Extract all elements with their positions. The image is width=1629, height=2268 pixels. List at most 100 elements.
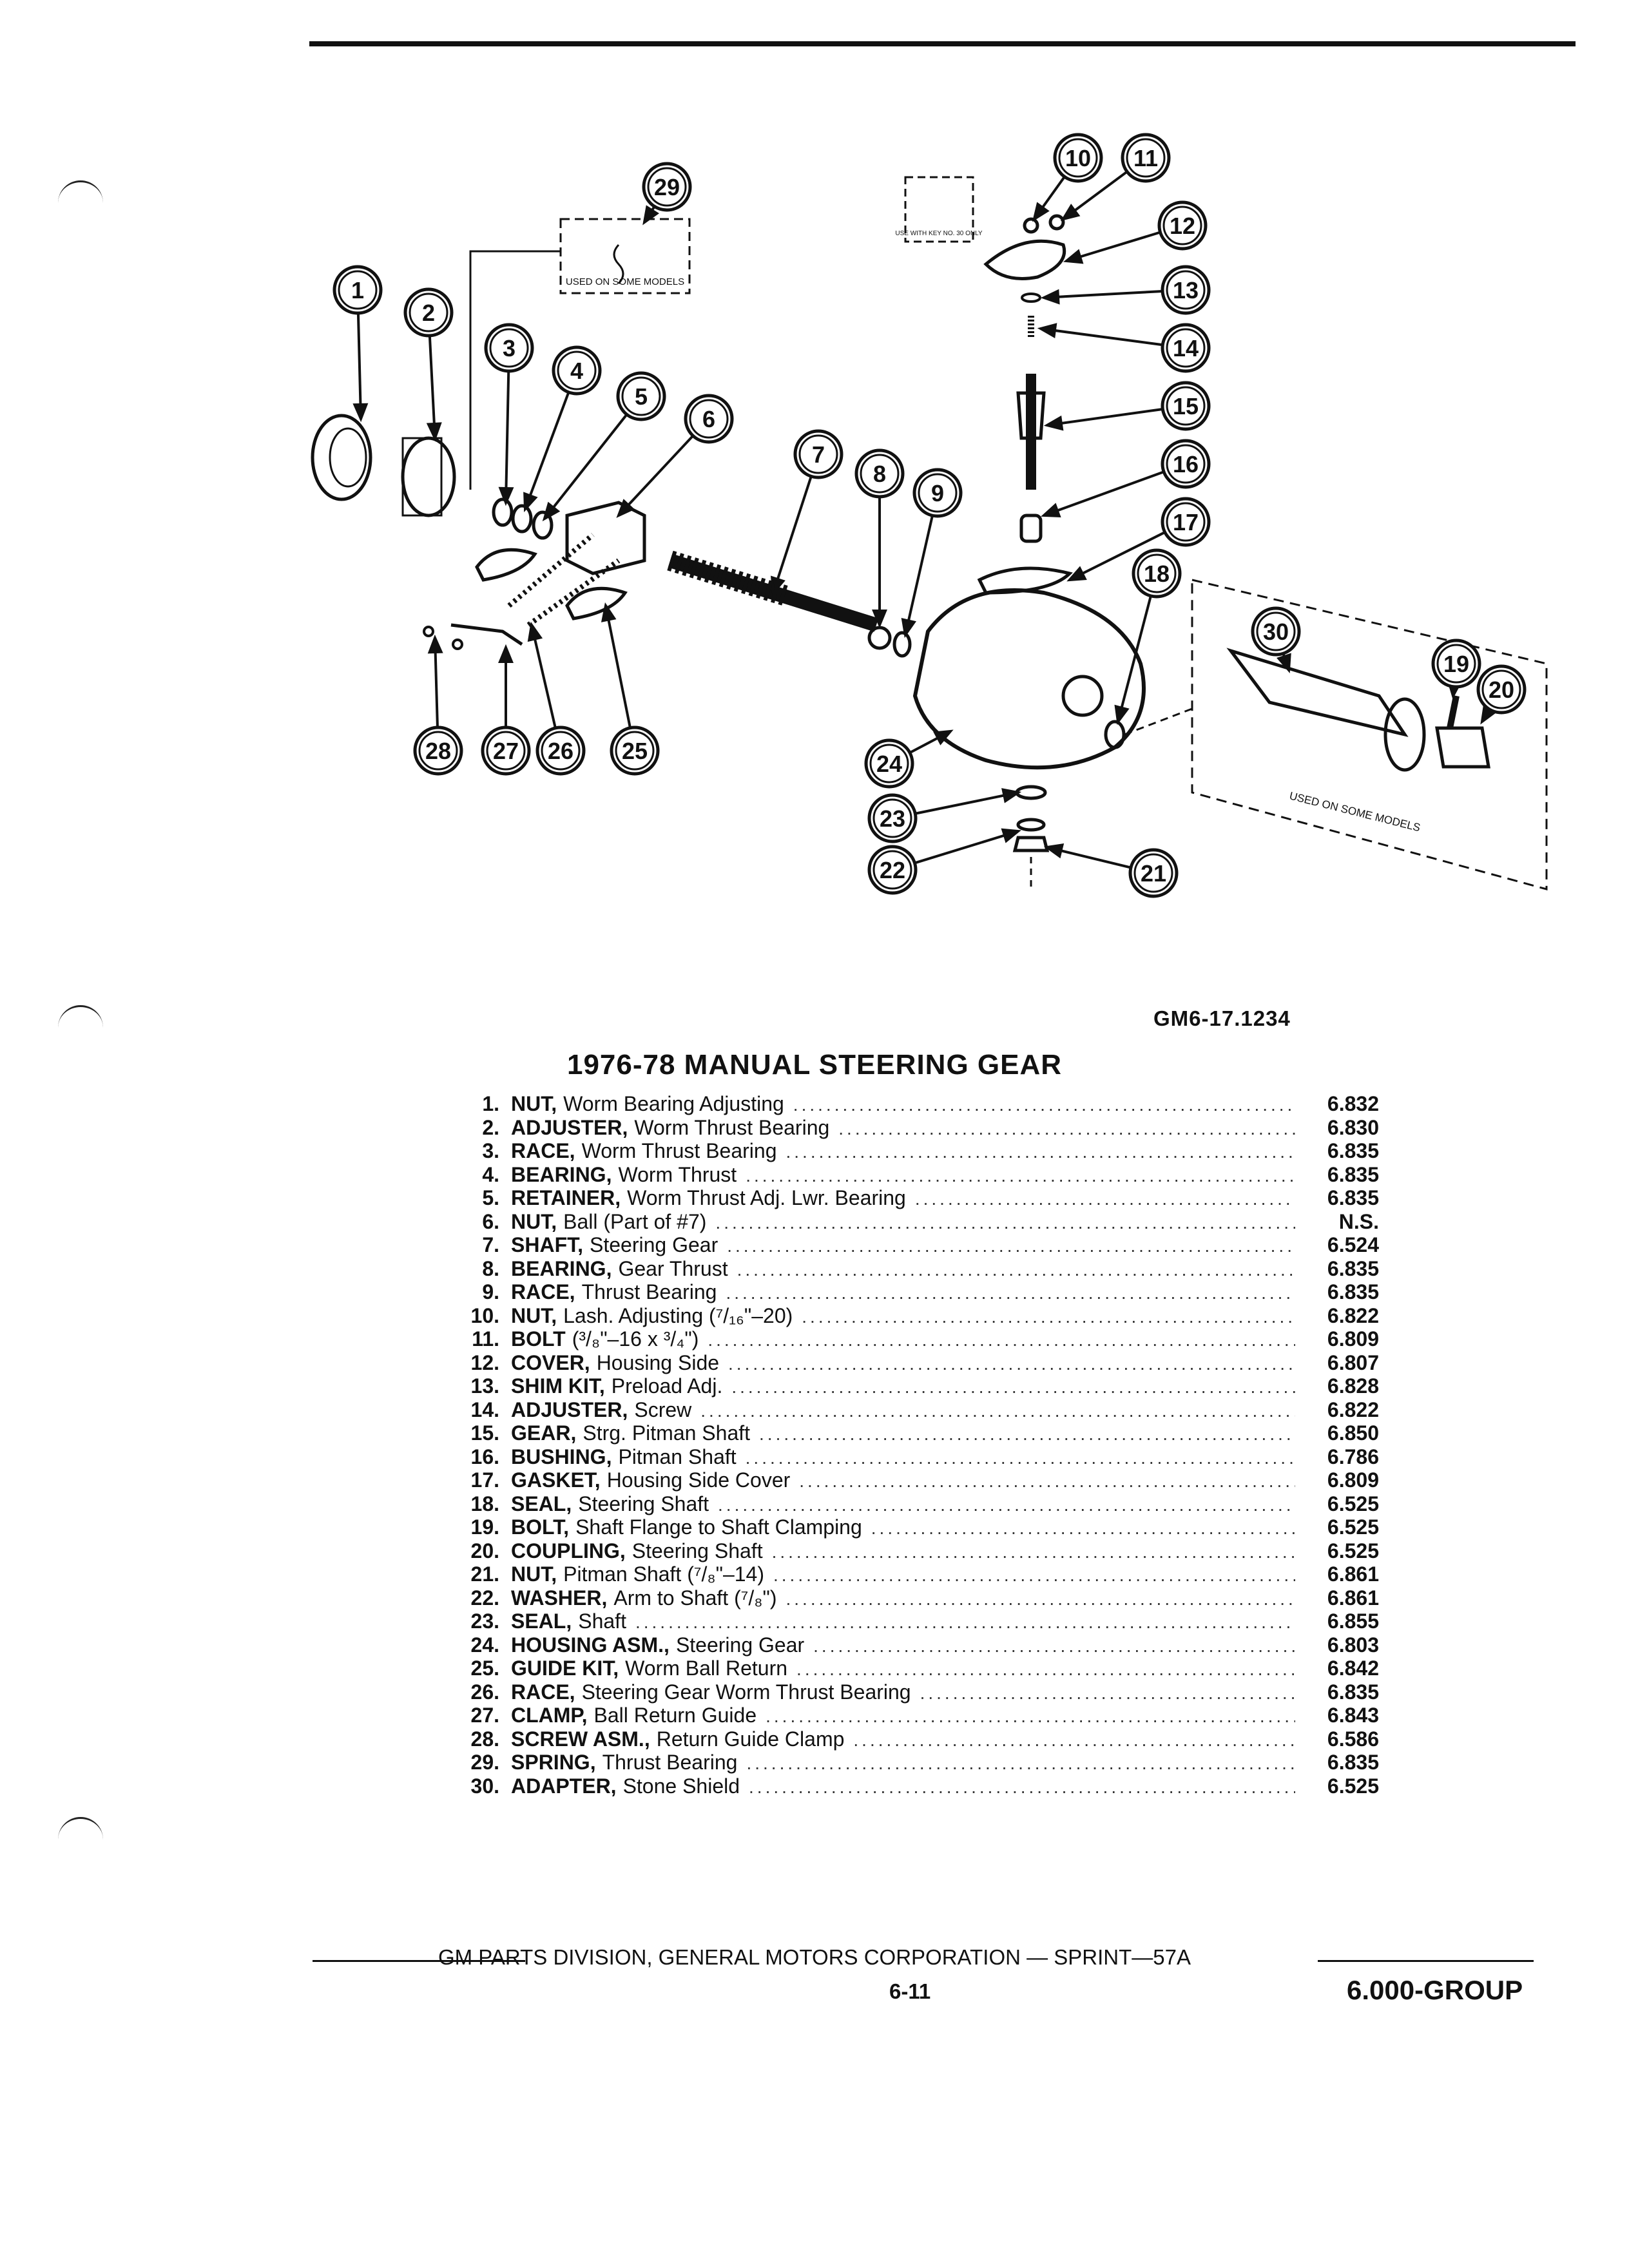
callout-27-arrowhead (498, 644, 514, 663)
part-number: 6. (482, 1209, 499, 1233)
part-description: Pitman Shaft (618, 1445, 737, 1468)
part-name: GASKET, (511, 1468, 601, 1492)
callout-27-label: 27 (493, 738, 519, 764)
callout-4-balloon (552, 345, 602, 396)
callout-24-label: 24 (876, 751, 902, 777)
part-code: N.S. (1338, 1209, 1379, 1233)
callout-14-inner-ring (1166, 328, 1206, 368)
callout-5-arrowhead (542, 501, 561, 522)
part-code: 6.835 (1327, 1162, 1379, 1186)
footer-rule-right (1318, 1960, 1534, 1962)
callout-29-label: 29 (654, 174, 680, 200)
part-name: HOUSING ASM., (511, 1633, 670, 1657)
callout-12-label: 12 (1170, 213, 1195, 239)
callout-8-label: 8 (873, 461, 886, 487)
callout-15-arrowhead (1043, 415, 1064, 431)
punch-hole-mark (58, 180, 103, 208)
part-description: Gear Thrust (618, 1256, 728, 1280)
callout-29-arrowhead (642, 205, 659, 226)
part-number: 28. (470, 1727, 499, 1751)
callout-26-inner-ring (541, 731, 581, 771)
callout-25-arrowhead (601, 602, 617, 622)
leader-dots: ........................................… (838, 1118, 1295, 1139)
callout-1-leader (356, 312, 362, 419)
part-code: 6.809 (1327, 1327, 1379, 1350)
callout-5-label: 5 (635, 383, 648, 410)
part-code: 6.832 (1327, 1092, 1379, 1115)
spring-note-box (559, 218, 691, 294)
leader-dots: ........................................… (799, 1471, 1295, 1491)
part-description: (³/₈"–16 x ³/₄") (572, 1327, 699, 1350)
part-row: 23.SEAL,Shaft...........................… (451, 1610, 1379, 1633)
callout-13-leader (1043, 289, 1163, 299)
part-number: 5. (482, 1186, 499, 1209)
callout-15-leader (1046, 407, 1163, 427)
callout-1-inner-ring (338, 270, 378, 310)
callout-25-label: 25 (622, 738, 648, 764)
part-description: Thrust Bearing (581, 1280, 717, 1303)
callout-7-balloon (793, 429, 843, 479)
nut-21-shape (1012, 836, 1050, 852)
callout-11-arrowhead (1060, 204, 1081, 222)
callout-26-leader (530, 624, 557, 729)
bolt-19-shape (1447, 695, 1460, 729)
leader-dots: ........................................… (771, 1541, 1295, 1562)
part-row: 25.GUIDE KIT,Worm Ball Return...........… (451, 1657, 1379, 1680)
callout-10-arrowhead (1032, 202, 1050, 222)
callout-15-balloon (1161, 381, 1211, 431)
adapter-dashed-box (1191, 579, 1548, 890)
callout-14-balloon (1161, 323, 1211, 373)
callout-28-balloon (413, 726, 463, 776)
callout-2-inner-ring (409, 293, 448, 332)
part-row: 1.NUT,Worm Bearing Adjusting............… (451, 1092, 1379, 1116)
gasket-17-shape (977, 566, 1073, 595)
callout-22-arrowhead (1001, 828, 1022, 843)
spring-part (613, 244, 624, 285)
callout-5-inner-ring (621, 376, 661, 416)
nut-10-shape (1023, 217, 1039, 234)
callout-10-label: 10 (1065, 145, 1091, 171)
leader-dots: ........................................… (914, 1189, 1295, 1209)
callout-2-leader (428, 335, 436, 439)
callout-13-balloon (1161, 265, 1211, 315)
guide-kit-25-shape (475, 548, 537, 582)
part-number: 3. (482, 1139, 499, 1162)
callout-20-balloon (1476, 664, 1527, 715)
callout-22-inner-ring (872, 850, 912, 890)
callout-7-leader (772, 476, 813, 593)
leader-dots: ........................................… (853, 1729, 1295, 1750)
part-description: Shaft Flange to Shaft Clamping (575, 1515, 862, 1539)
part-code: 6.835 (1327, 1280, 1379, 1303)
adjuster-2-shape (401, 436, 456, 517)
part-number: 25. (470, 1657, 499, 1680)
callout-17-balloon (1161, 497, 1211, 547)
callout-3-balloon (484, 323, 534, 373)
callout-13-arrowhead (1040, 289, 1060, 305)
part-number: 1. (482, 1092, 499, 1115)
bearing-4-shape (511, 504, 533, 533)
part-number: 21. (470, 1562, 499, 1586)
part-name: RACE, (511, 1680, 575, 1704)
leader-dots: ........................................… (715, 1212, 1295, 1233)
callout-12-leader (1066, 231, 1161, 262)
leader-dots: ........................................… (786, 1588, 1295, 1609)
part-code: 6.835 (1327, 1256, 1379, 1280)
callout-6-arrowhead (616, 499, 635, 518)
part-number: 8. (482, 1256, 499, 1280)
adapter-note-text: USED ON SOME MODELS (1288, 789, 1422, 834)
part-number: 14. (470, 1398, 499, 1421)
part-description: Steering Shaft (631, 1539, 763, 1562)
page-title: 1976-78 MANUAL STEERING GEAR (566, 1049, 1063, 1081)
callout-30-arrowhead (1277, 653, 1291, 674)
part-number: 24. (470, 1633, 499, 1657)
callout-6-balloon (684, 394, 734, 444)
callout-26-label: 26 (548, 738, 574, 764)
callout-10-balloon (1053, 133, 1103, 183)
part-row: 14.ADJUSTER,Screw.......................… (451, 1398, 1379, 1422)
part-code: 6.835 (1327, 1751, 1379, 1774)
part-description: Worm Thrust Bearing (581, 1139, 777, 1162)
leader-dots: ........................................… (759, 1424, 1295, 1444)
housing-24-bore (1061, 675, 1104, 717)
leader-dots: ........................................… (749, 1776, 1295, 1797)
callout-20-label: 20 (1489, 677, 1514, 703)
